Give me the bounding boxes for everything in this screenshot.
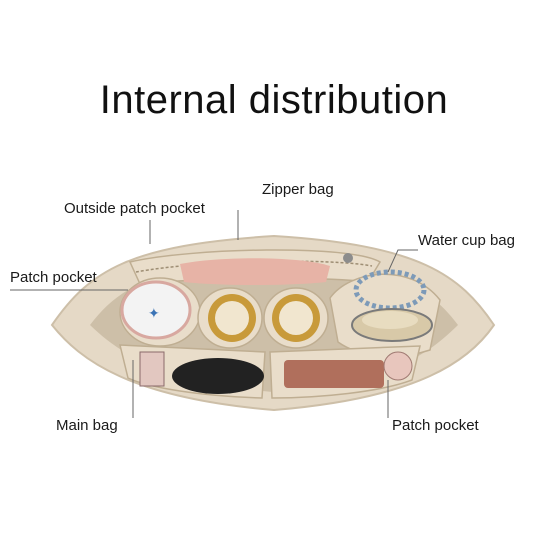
- lipstick-icon: [139, 351, 165, 387]
- compact-icon: [172, 358, 264, 394]
- jar-logo-icon: ✦: [148, 305, 160, 321]
- label-main-bag: Main bag: [56, 417, 118, 434]
- cylinder-holders: ✦: [119, 277, 329, 349]
- label-water-cup-bag: Water cup bag: [418, 232, 515, 249]
- leader-lines: [10, 210, 418, 418]
- palette-icon: [284, 360, 384, 388]
- small-jar-icon: [383, 351, 413, 381]
- blue-cable-icon: [353, 269, 427, 311]
- page-title: Internal distribution: [99, 78, 449, 122]
- pink-cosmetic-pouch: [180, 258, 330, 285]
- zipper-pull-icon: [343, 253, 353, 263]
- label-zipper-bag: Zipper bag: [262, 181, 334, 198]
- label-outside-patch-pocket: Outside patch pocket: [64, 200, 205, 217]
- label-patch-pocket-right: Patch pocket: [392, 417, 479, 434]
- label-patch-pocket-left: Patch pocket: [10, 269, 97, 286]
